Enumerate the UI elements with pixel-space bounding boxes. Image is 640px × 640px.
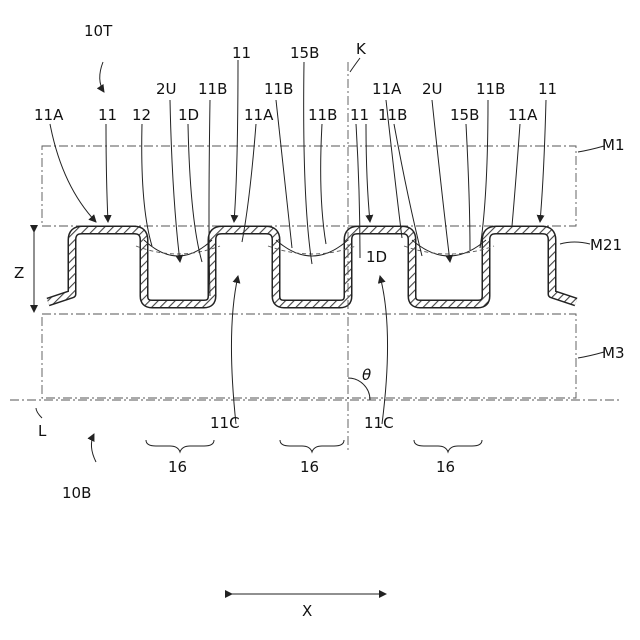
label-11C-left: 11C [210, 414, 240, 432]
label-X: X [302, 602, 312, 620]
label-11-top: 11 [232, 44, 251, 62]
label-11-b: 11 [350, 106, 369, 124]
corrugated-plate [48, 230, 576, 304]
label-M3: M3 [602, 344, 625, 362]
label-11B-row2-a: 11B [198, 80, 227, 98]
label-16-c: 16 [436, 458, 455, 476]
label-Z: Z [14, 264, 24, 282]
label-11A-a: 11A [34, 106, 64, 124]
brace-16-c [414, 440, 482, 452]
label-11A-c: 11A [508, 106, 538, 124]
label-1D-a: 1D [178, 106, 199, 124]
label-10B: 10B [62, 484, 91, 502]
label-K: K [356, 40, 367, 58]
label-11A-b: 11A [244, 106, 274, 124]
label-11B-a: 11B [308, 106, 337, 124]
label-M21: M21 [590, 236, 622, 254]
label-11A-row2: 11A [372, 80, 402, 98]
label-11C-right: 11C [364, 414, 394, 432]
label-11-row2: 11 [538, 80, 557, 98]
label-11B-row2-c: 11B [476, 80, 505, 98]
label-10T: 10T [84, 22, 113, 40]
mold-m1 [42, 146, 576, 226]
dashed-profile [136, 246, 494, 254]
corrugated-plate-hatch [48, 230, 576, 304]
label-L: L [38, 422, 47, 440]
brace-16-b [280, 440, 344, 452]
label-2U-left: 2U [156, 80, 177, 98]
label-15B-top: 15B [290, 44, 319, 62]
label-2U-right: 2U [422, 80, 443, 98]
brace-16-a [146, 440, 214, 452]
mold-m3 [42, 314, 576, 398]
label-12: 12 [132, 106, 151, 124]
label-M1: M1 [602, 136, 625, 154]
label-11B-b: 11B [378, 106, 407, 124]
label-1D-inner: 1D [366, 248, 387, 266]
label-16-b: 16 [300, 458, 319, 476]
label-15B: 15B [450, 106, 479, 124]
label-11B-row2-b: 11B [264, 80, 293, 98]
label-theta: θ [362, 366, 371, 384]
label-11-a: 11 [98, 106, 117, 124]
label-16-a: 16 [168, 458, 187, 476]
